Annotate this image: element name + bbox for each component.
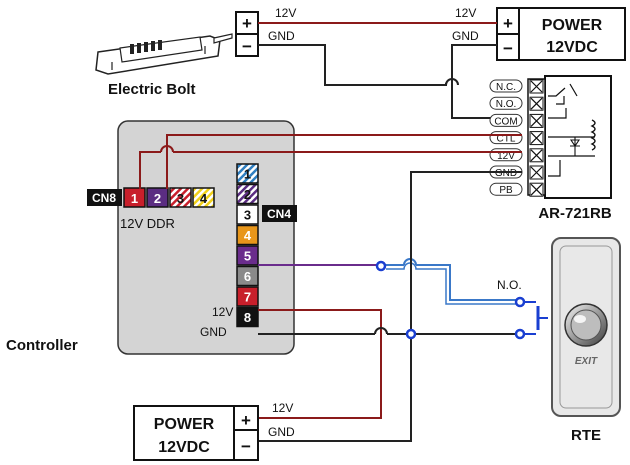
bolt-minus: − [242, 37, 252, 56]
bottom-power-plus: + [241, 411, 251, 430]
top-wires [258, 22, 522, 119]
cn4-pin-number: 4 [244, 228, 252, 243]
cn4-pin-number: 2 [244, 187, 251, 202]
bolt-plus: + [242, 14, 252, 33]
relay-terminal: 12V [489, 148, 544, 163]
top-power-wire-12v: 12V [455, 6, 476, 20]
junction-node [375, 260, 387, 272]
bottom-power-voltage: 12VDC [158, 439, 210, 456]
bottom-power-minus: − [241, 437, 251, 456]
rte-com-terminal [514, 328, 526, 340]
bottom-power-wire-gnd: GND [268, 425, 295, 439]
cn4-pin: 1 [236, 163, 259, 184]
relay-terminal: N.C. [489, 79, 544, 94]
relay-terminal-label: PB [499, 185, 513, 196]
exit-button-text: EXIT [575, 356, 598, 367]
controller-body [117, 120, 295, 355]
top-power-plus: + [503, 14, 513, 33]
relay-title: AR-721RB [538, 205, 612, 222]
cn4-pin-number: 1 [244, 167, 251, 182]
relay-terminal-label: 12V [497, 151, 515, 162]
cn8-pin: 3 [169, 187, 192, 208]
cn4-pin-number: 7 [244, 290, 251, 305]
ground-backbone-wire [258, 171, 522, 442]
bolt-wire-gnd: GND [268, 29, 295, 43]
bolt-terminal-block: + − [235, 11, 259, 57]
pin7-label: 12V [212, 305, 233, 319]
cn4-pin: 7 [236, 286, 259, 307]
relay-terminal-label: GND [495, 168, 517, 179]
bottom-power-title: POWER [154, 416, 215, 433]
cn8-pin: 4 [192, 187, 215, 208]
relay-terminal-label: N.C. [496, 82, 516, 93]
bolt-wire-12v: 12V [275, 6, 296, 20]
cn4-tag-label: CN4 [267, 207, 291, 221]
top-power-title: POWER [542, 17, 603, 34]
cn8-tag-label: CN8 [92, 191, 116, 205]
cn4-pin-number: 6 [244, 269, 251, 284]
relay-terminal-label: CTL [497, 134, 516, 145]
bottom-power-supply: + − POWER 12VDC [133, 405, 259, 461]
top-power-voltage: 12VDC [546, 39, 598, 56]
relay-terminal-label: N.O. [496, 99, 517, 110]
rte-label: RTE [571, 427, 601, 444]
top-power-supply: + − POWER 12VDC [496, 7, 626, 61]
pin5-to-rte-wire [258, 258, 520, 305]
cn4-pin: 4 [236, 224, 259, 246]
cn4-pin: 2 [236, 183, 259, 205]
pin8-ground-wire [258, 327, 520, 335]
cn8-to-relay-wires [139, 134, 522, 189]
relay-terminal: CTL [489, 131, 544, 146]
pin8-label: GND [200, 325, 227, 339]
electric-bolt-icon [95, 33, 233, 75]
rte-exit-button: EXIT [551, 237, 621, 417]
cn4-pin-number: 3 [244, 208, 251, 223]
cn4-pin: 8 [236, 306, 259, 328]
relay-terminals: N.C. N.O. COM CTL 12V GND PB [489, 79, 544, 197]
cn8-pin: 2 [146, 187, 169, 208]
top-power-wire-gnd: GND [452, 29, 479, 43]
pin7-power-wire [258, 309, 382, 419]
top-power-minus: − [503, 39, 513, 58]
rte-no-terminal [514, 296, 526, 308]
cn8-caption: 12V DDR [120, 216, 175, 231]
cn4-tag [262, 205, 297, 222]
relay-terminal: N.O. [489, 96, 544, 111]
cn4-pin: 6 [236, 265, 259, 287]
cn8-pin-number: 3 [177, 191, 184, 206]
controller-label: Controller [6, 337, 78, 354]
bolt-label: Electric Bolt [108, 81, 196, 98]
cn8-pin: 1 [123, 187, 146, 208]
cn4-pin-number: 8 [244, 310, 251, 325]
relay-terminal: COM [489, 113, 544, 128]
cn4-pin: 3 [236, 204, 259, 225]
bottom-power-wire-12v: 12V [272, 401, 293, 415]
cn4-pin: 5 [236, 245, 259, 266]
rte-no-label: N.O. [497, 278, 522, 292]
cn8-pin-number: 1 [131, 191, 138, 206]
junction-node [405, 328, 417, 340]
rte-switch-symbol [524, 301, 548, 335]
cn4-pin-column: 1 2 3 4 5 6 7 8 [236, 163, 259, 328]
relay-terminal-label: COM [494, 116, 517, 127]
cn4-pin-number: 5 [244, 249, 251, 264]
cn8-tag [87, 189, 122, 206]
cn8-pin-number: 4 [200, 191, 208, 206]
relay-terminal: PB [489, 182, 544, 197]
cn8-pin-row: 1 2 3 4 [123, 187, 215, 208]
cn8-pin-number: 2 [154, 191, 161, 206]
